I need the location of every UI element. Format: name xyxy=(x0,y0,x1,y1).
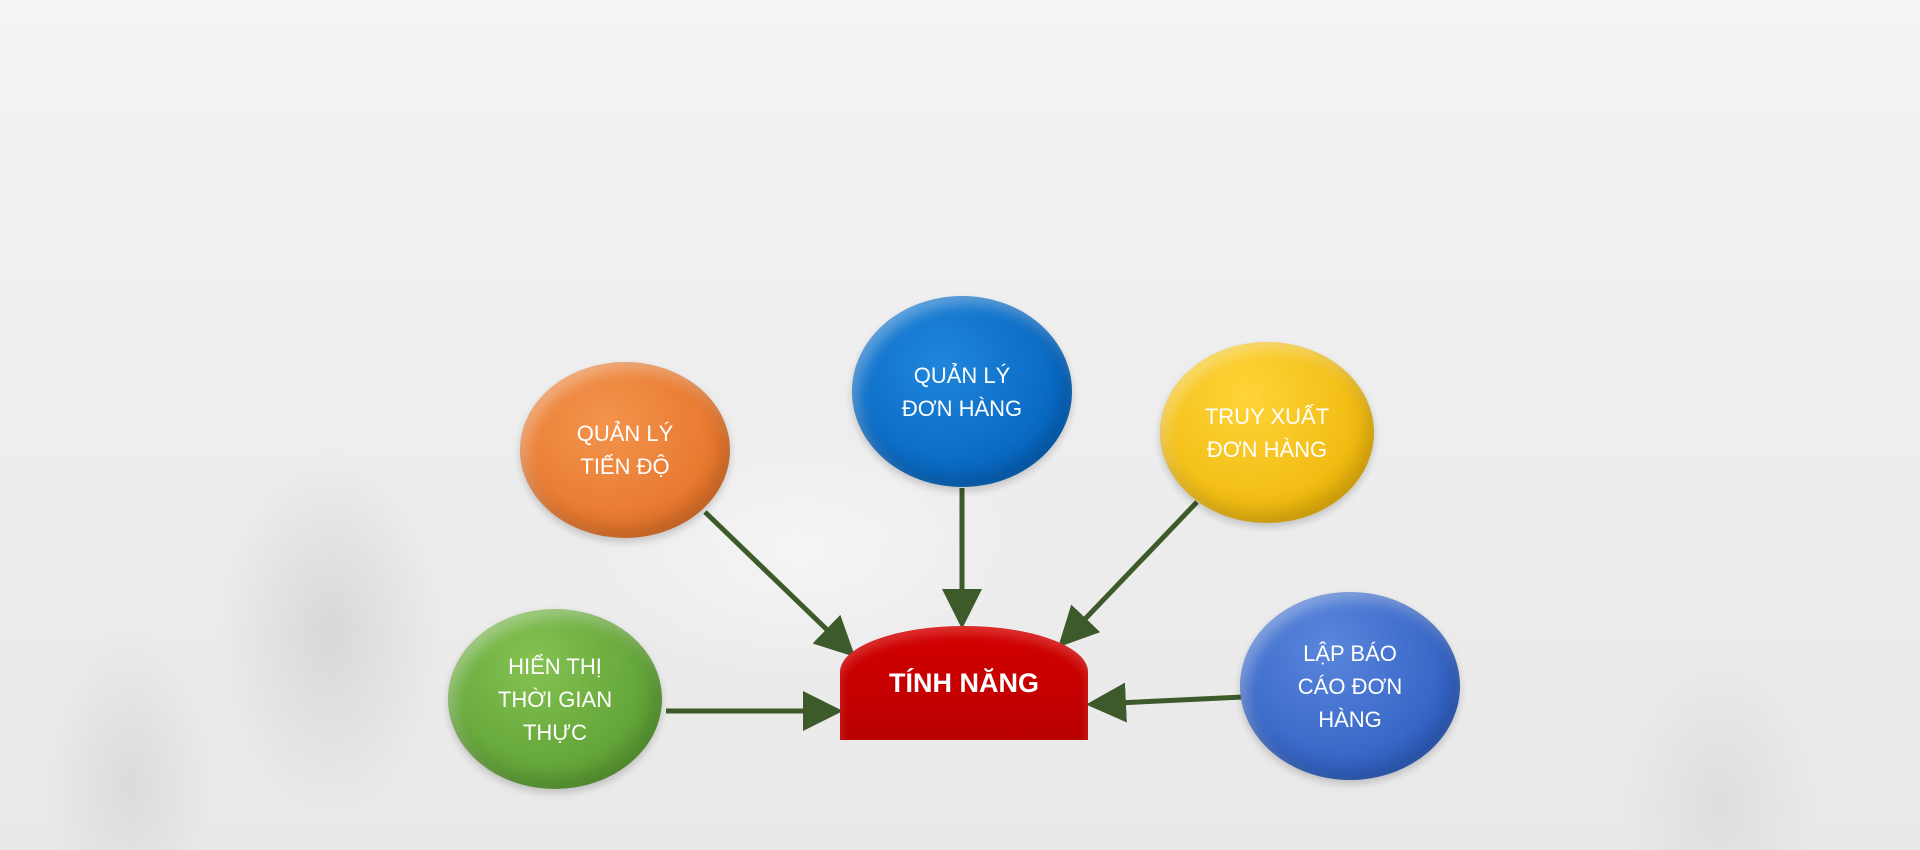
node-realtime: HIỂN THỊ THỜI GIAN THỰC xyxy=(448,609,662,789)
node-report: LẬP BÁO CÁO ĐƠN HÀNG xyxy=(1240,592,1460,780)
header-band xyxy=(0,0,1920,132)
node-orders: QUẢN LÝ ĐƠN HÀNG xyxy=(852,296,1072,487)
node-progress: QUẢN LÝ TIẾN ĐỘ xyxy=(520,362,730,538)
center-node: TÍNH NĂNG xyxy=(840,626,1088,740)
arrow-progress xyxy=(703,510,856,657)
arrow-trace xyxy=(1058,500,1199,648)
node-trace: TRUY XUẤT ĐƠN HÀNG xyxy=(1160,342,1374,523)
arrow-report xyxy=(1086,682,1244,723)
